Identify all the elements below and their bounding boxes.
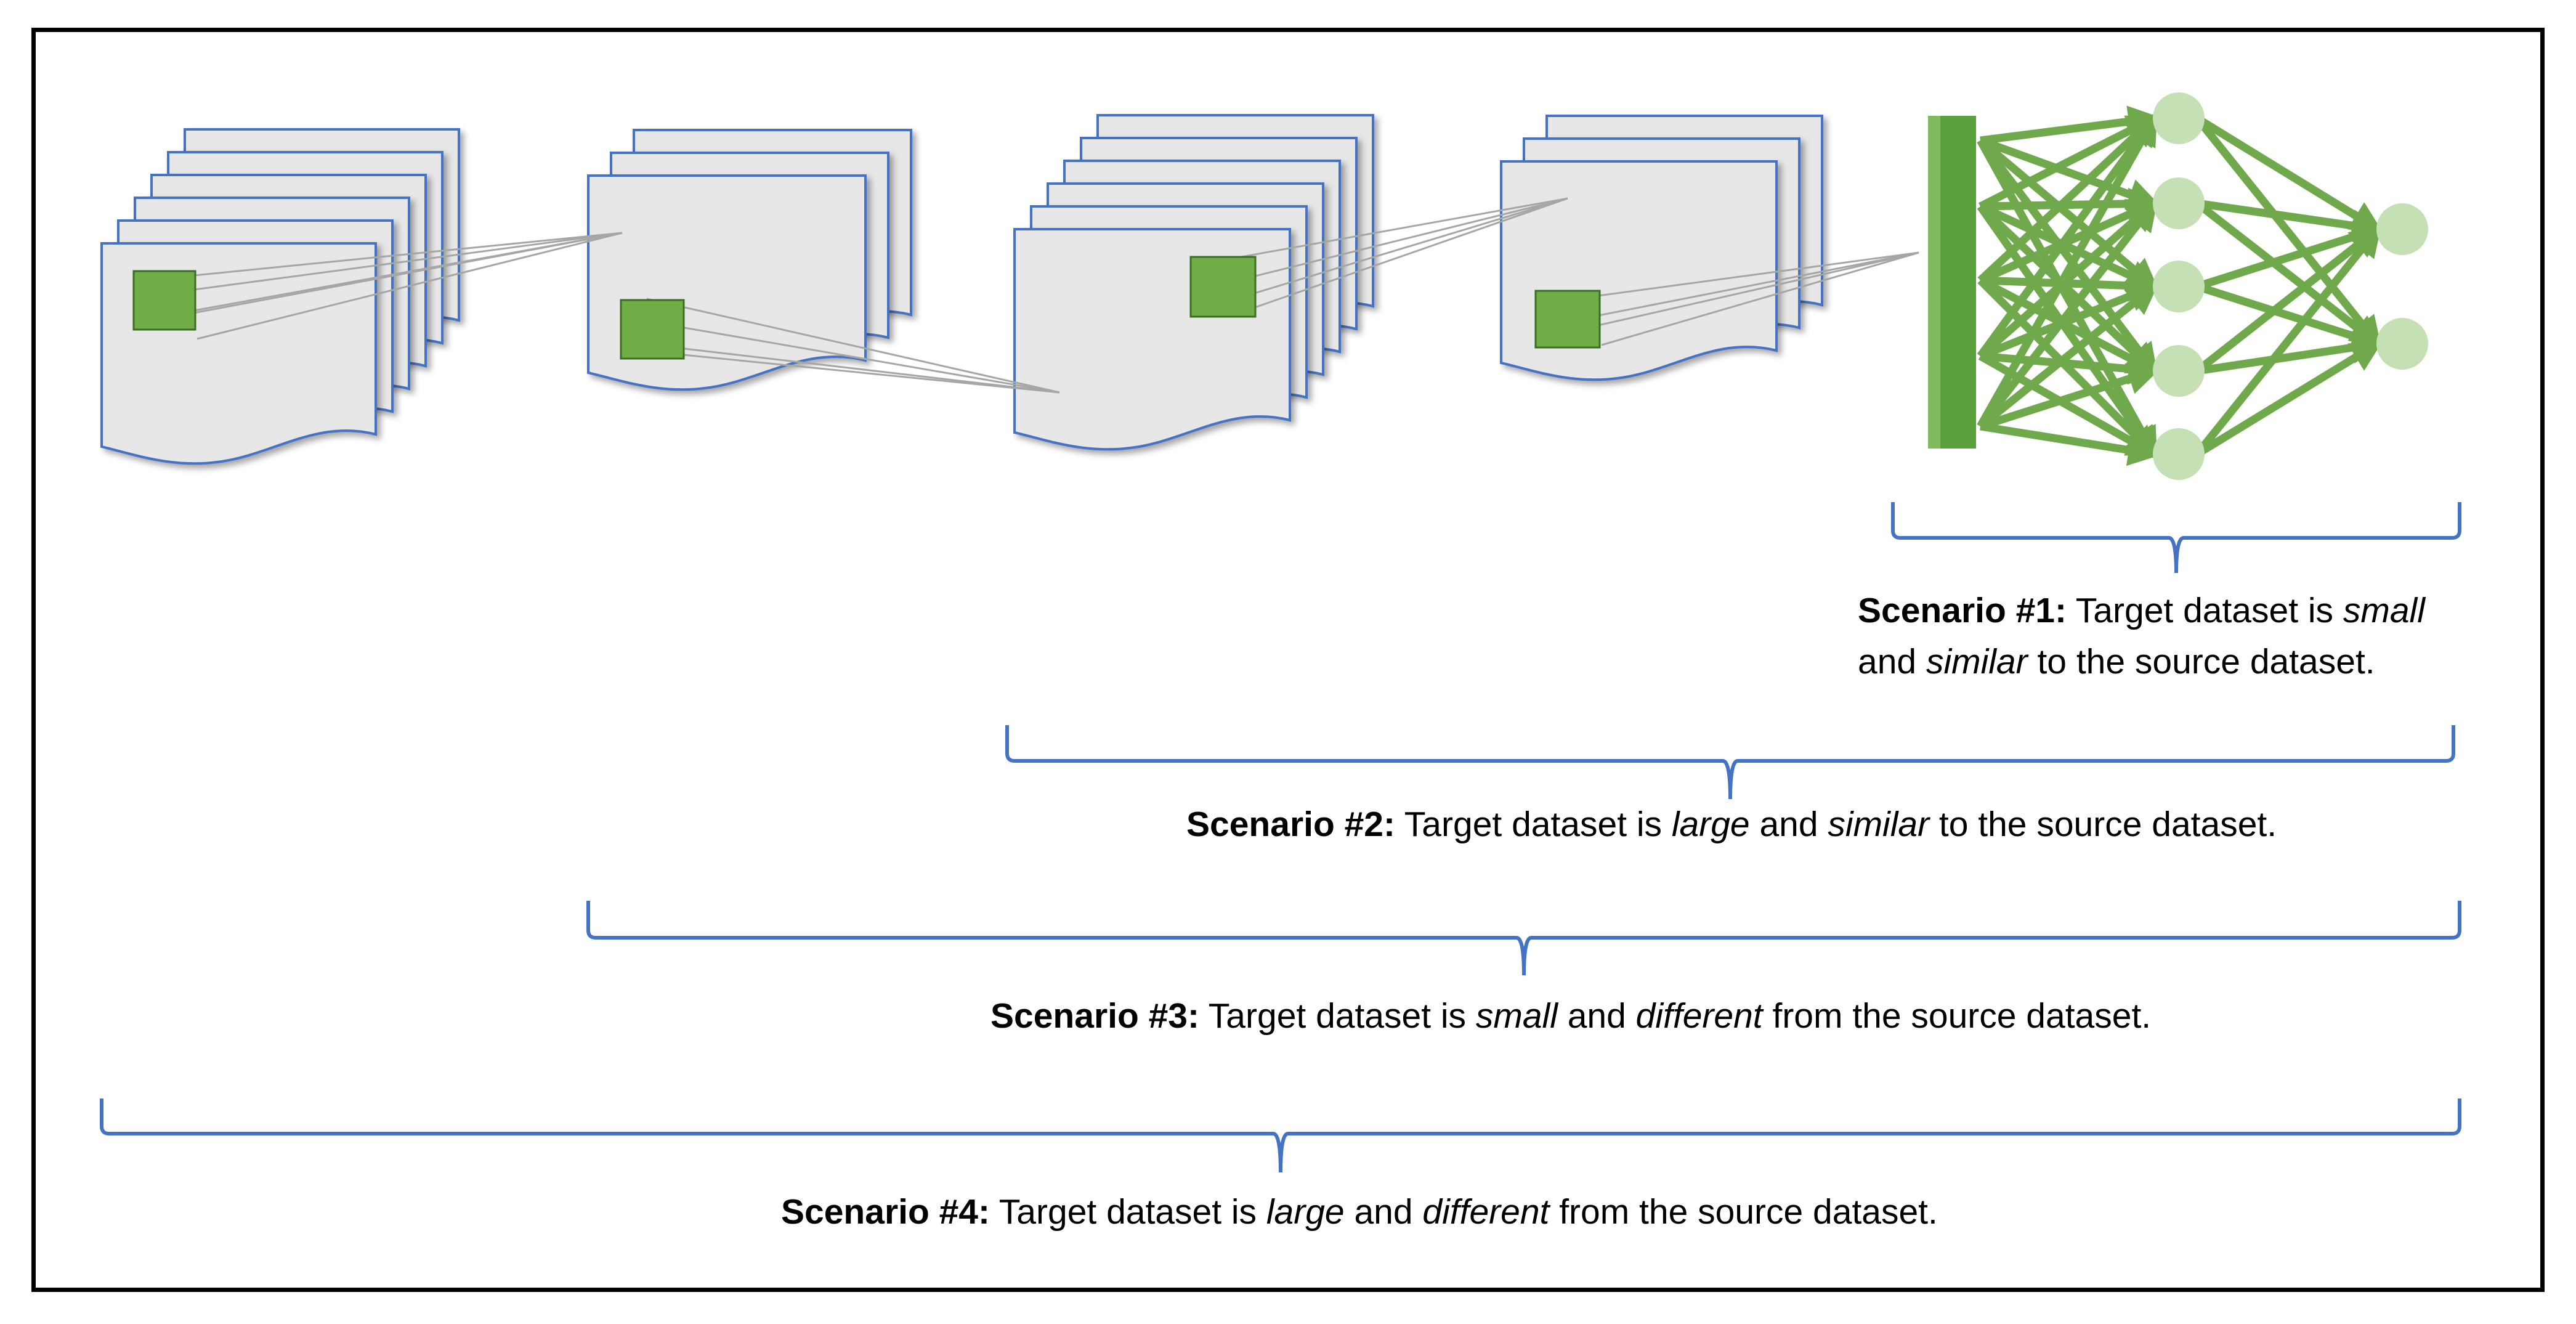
scenario-3-text-part: from the source dataset. (1762, 996, 2152, 1036)
network-edge (2195, 340, 2383, 458)
receptive-field-patch (132, 270, 196, 331)
connector-line (1225, 197, 1568, 303)
connector-line (1244, 197, 1568, 312)
scenario-2-text-part: similar (1828, 805, 1930, 844)
network-edge (1979, 203, 2160, 291)
scenario-3-bracket (586, 901, 2461, 976)
connector-line (1250, 197, 1568, 278)
hidden-neuron (2153, 345, 2205, 397)
hidden-neuron (2153, 177, 2205, 229)
receptive-field-patch (1189, 256, 1257, 318)
network-edge (1979, 422, 2161, 466)
scenario-3-text-part: different (1635, 996, 1763, 1036)
hidden-neuron (2153, 428, 2205, 480)
scenario-2-text-part: to the source dataset. (1929, 805, 2277, 844)
output-neuron (2376, 318, 2428, 370)
network-edge (2197, 199, 2384, 242)
scenario-4-text-part: and (1344, 1192, 1423, 1232)
connector-line (1552, 251, 1919, 337)
connector-line (1213, 197, 1568, 263)
output-neuron (2376, 203, 2428, 255)
scenario-4-caption: Scenario #4: Target dataset is large and… (781, 1187, 1938, 1238)
scenario-1-text-part: to the source dataset. (2027, 642, 2375, 681)
scenario-1-bracket (1891, 502, 2461, 574)
network-edge (1977, 138, 2158, 376)
scenario-4-text-part: different (1422, 1192, 1550, 1232)
scenario-2-caption: Scenario #2: Target dataset is large and… (1186, 799, 2277, 850)
receptive-field-connectors (144, 197, 1919, 394)
feature-map-stack-3 (1013, 114, 1374, 451)
hidden-neuron (2153, 261, 2205, 312)
connector-line (652, 344, 1060, 394)
scenario-4-text-part: large (1266, 1192, 1345, 1232)
scenario-3-caption: Scenario #3: Target dataset is small and… (990, 991, 2151, 1042)
scenario-1-text-part: similar (1926, 642, 2028, 681)
scenario-4-bracket (100, 1099, 2461, 1173)
receptive-field-patch (620, 299, 685, 360)
network-edge (2196, 282, 2384, 352)
scenario-3-text-part: and (1557, 996, 1636, 1036)
connector-line (677, 353, 1060, 394)
network-edge (2195, 200, 2383, 348)
scenario-2-label: Scenario #2: (1186, 805, 1395, 844)
connector-line (677, 325, 1060, 394)
network-edge (1977, 203, 2159, 376)
network-edge (1977, 112, 2158, 429)
scenario-4-text-part: from the source dataset. (1549, 1192, 1938, 1232)
scenario-1-text-part: Target dataset is (2067, 591, 2343, 630)
scenario-4-label: Scenario #4: (781, 1192, 990, 1232)
scenario-2-text-part: large (1671, 805, 1750, 844)
network-edge (1977, 198, 2158, 429)
diagram-frame (31, 28, 2545, 1292)
connector-line (153, 232, 623, 322)
network-edge (1977, 113, 2159, 283)
scenario-4-text-part: Target dataset is (990, 1192, 1266, 1232)
fully-connected-network (1928, 92, 2428, 480)
scenario-3-label: Scenario #3: (990, 996, 1199, 1036)
connector-line (196, 232, 623, 340)
network-edge (1977, 204, 2158, 460)
receptive-field-patches (132, 256, 1601, 360)
network-edge (2194, 225, 2383, 375)
scenario-1-text-part: and (1858, 642, 1926, 681)
scenario-1-label: Scenario #1: (1858, 591, 2067, 630)
dense-input-layer-highlight (1928, 116, 1940, 449)
connector-line (156, 232, 623, 296)
network-edge (2193, 115, 2382, 349)
scenario-brackets (100, 502, 2461, 1173)
connector-line (646, 298, 1060, 394)
connector-line (144, 232, 623, 282)
connector-line (1552, 251, 1919, 303)
hidden-neuron (2153, 92, 2205, 144)
network-edge (1977, 282, 2160, 430)
network-edge (2196, 221, 2384, 291)
scenario-1-text-part: small (2343, 591, 2425, 630)
scenario-2-text-part: Target dataset is (1395, 805, 1672, 844)
network-edge (2195, 115, 2383, 233)
network-edge (1979, 136, 2160, 210)
receptive-field-patch (1534, 290, 1601, 349)
network-edge (1979, 363, 2160, 431)
network-edge (1977, 113, 2158, 359)
scenario-2-text-part: and (1749, 805, 1828, 844)
scenario-3-text-part: small (1475, 996, 1558, 1036)
connector-line (1601, 251, 1919, 346)
network-edge (2193, 224, 2382, 457)
scenario-2-bracket (1005, 725, 2455, 800)
scenario-3-text-part: Target dataset is (1199, 996, 1476, 1036)
connector-line (1589, 251, 1919, 319)
